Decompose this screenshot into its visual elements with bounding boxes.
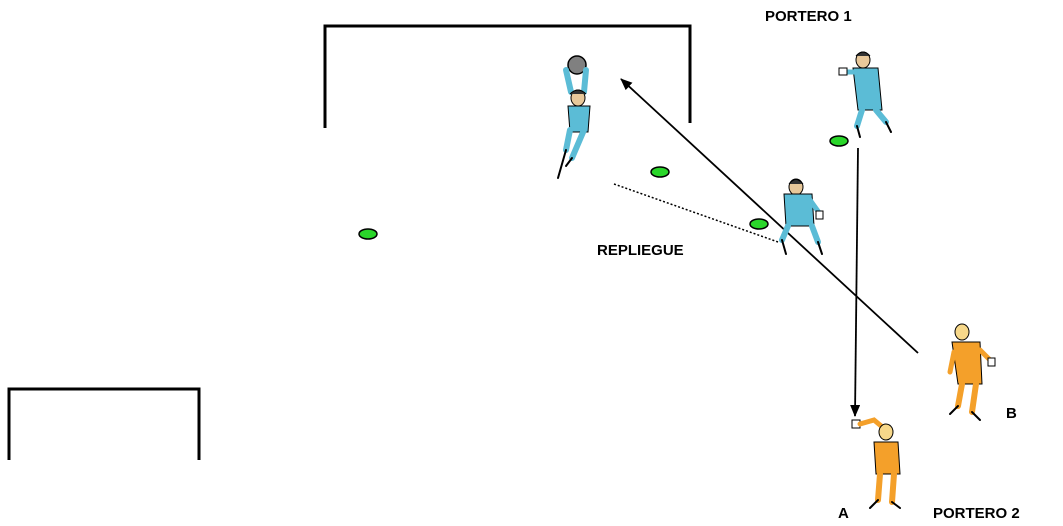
cone-1 [358,228,378,240]
run-arrow-portero1 [850,147,861,417]
cone-3 [749,218,769,230]
cone-2 [650,166,670,178]
small-goal [7,387,201,460]
cone-4 [829,135,849,147]
pass-arrow-b [620,78,919,354]
main-goal [323,24,692,128]
keeper-catching-figure [557,55,591,179]
portero1-label: PORTERO 1 [765,8,852,25]
repliegue-label: REPLIEGUE [597,242,684,259]
defending-keeper-figure [779,178,824,255]
portero1-figure [838,51,892,138]
retreat-path [613,183,779,243]
player-a-label: A [838,505,849,522]
player-b-figure [947,323,996,421]
player-a-figure [851,417,901,509]
player-b-label: B [1006,405,1017,422]
portero2-label: PORTERO 2 [933,505,1020,522]
